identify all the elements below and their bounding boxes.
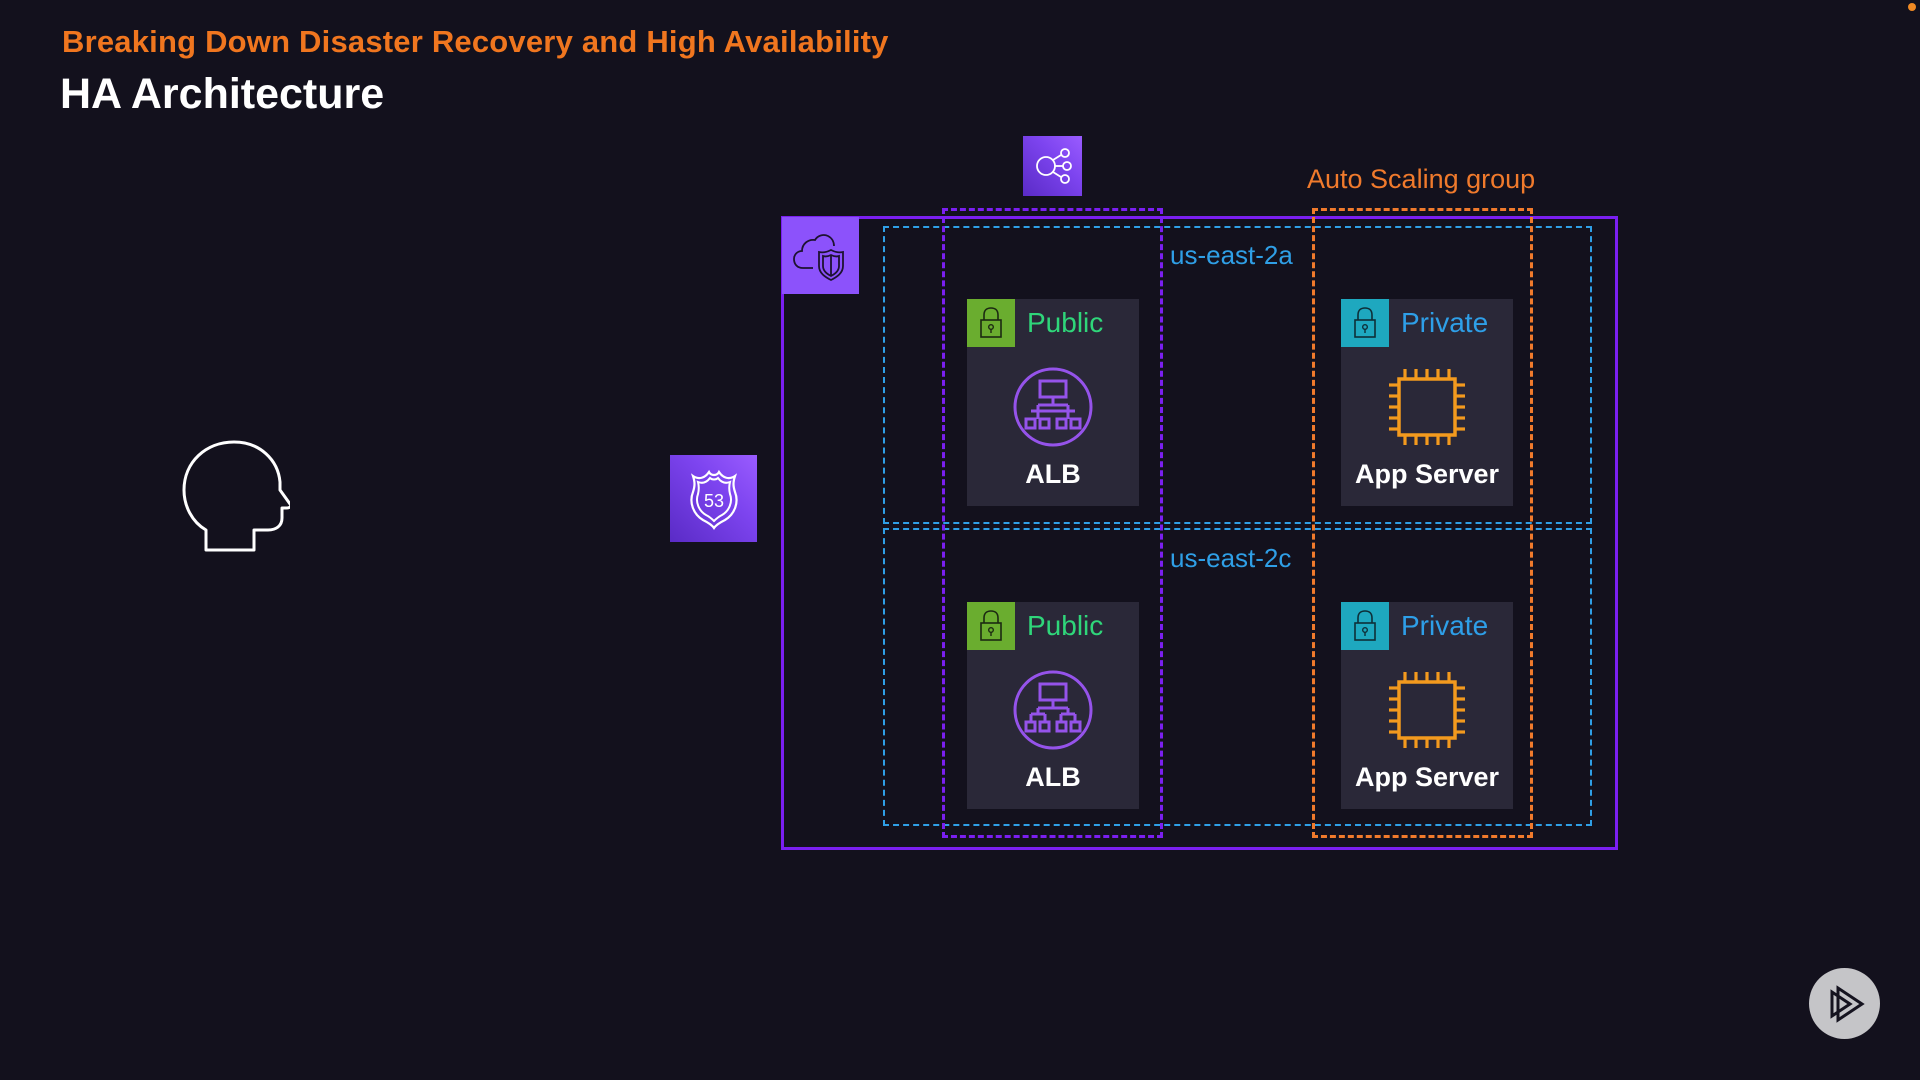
elastic-load-balancing-icon (1023, 136, 1082, 196)
lock-icon (1341, 602, 1389, 650)
subnet-type-label: Private (1401, 307, 1489, 338)
lock-icon (1341, 299, 1389, 347)
lock-icon (967, 299, 1015, 347)
lock-icon (967, 602, 1015, 650)
auto-scaling-group-label: Auto Scaling group (1307, 164, 1536, 194)
public-subnet-card: Public ALB (967, 299, 1139, 506)
load-balancer-group-boundary (942, 208, 1163, 838)
slide-title: HA Architecture (60, 70, 385, 118)
vpc-icon (782, 217, 859, 294)
private-subnet-card: Private App Server (1341, 602, 1513, 809)
service-label: App Server (1354, 762, 1500, 792)
subnet-type-label: Private (1401, 610, 1489, 641)
az-label: us-east-2a (1168, 240, 1295, 271)
vpc-boundary (781, 216, 1618, 850)
recording-indicator-dot (1908, 3, 1916, 11)
pluralsight-logo-icon (1809, 968, 1880, 1039)
service-label: ALB (1025, 762, 1081, 792)
private-subnet-card: Private App Server (1341, 299, 1513, 506)
availability-zone-us-east-2c (883, 528, 1592, 826)
user-head-icon (180, 438, 293, 558)
service-label: App Server (1354, 459, 1500, 489)
subnet-type-label: Public (1027, 610, 1104, 641)
route53-number: 53 (703, 491, 723, 511)
az-label: us-east-2c (1168, 543, 1294, 574)
alb-icon (1011, 668, 1095, 752)
ec2-chip-icon (1385, 365, 1469, 449)
auto-scaling-group-boundary (1312, 208, 1533, 838)
course-subtitle: Breaking Down Disaster Recovery and High… (62, 24, 889, 59)
route53-icon: 53 (670, 455, 757, 542)
alb-icon (1011, 365, 1095, 449)
ec2-chip-icon (1385, 668, 1469, 752)
service-label: ALB (1025, 459, 1081, 489)
public-subnet-card: Public ALB (967, 602, 1139, 809)
subnet-type-label: Public (1027, 307, 1104, 338)
availability-zone-us-east-2a (883, 226, 1592, 524)
